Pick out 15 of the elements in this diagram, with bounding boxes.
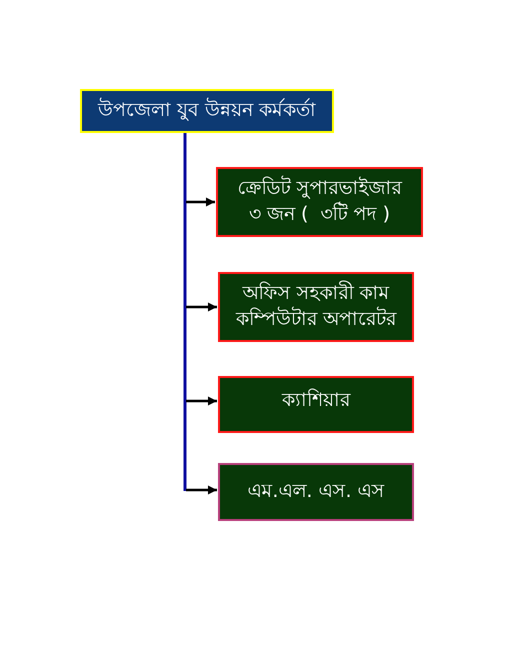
title-text: উপজেলা যুব উন্নয়ন কর্মকর্তা (98, 98, 316, 124)
position-box (218, 272, 414, 342)
position-title: ক্যাশিয়ার (282, 388, 350, 413)
position-title: অফিস সহকারী কাম কম্পিউটার অপারেটর (234, 281, 398, 332)
title-box (80, 89, 334, 133)
connector-line (184, 133, 186, 491)
arrow (186, 198, 215, 206)
position-box (216, 167, 423, 237)
arrow (186, 396, 217, 406)
position-title: ক্রেডিট সুপারভাইজার ৩ জন ( ৩টি পদ ) (236, 176, 404, 227)
position-box (218, 463, 414, 521)
arrow (186, 486, 217, 494)
position-title: এম.এল. এস. এস (247, 479, 385, 504)
arrow (186, 302, 217, 312)
position-box (218, 376, 414, 433)
